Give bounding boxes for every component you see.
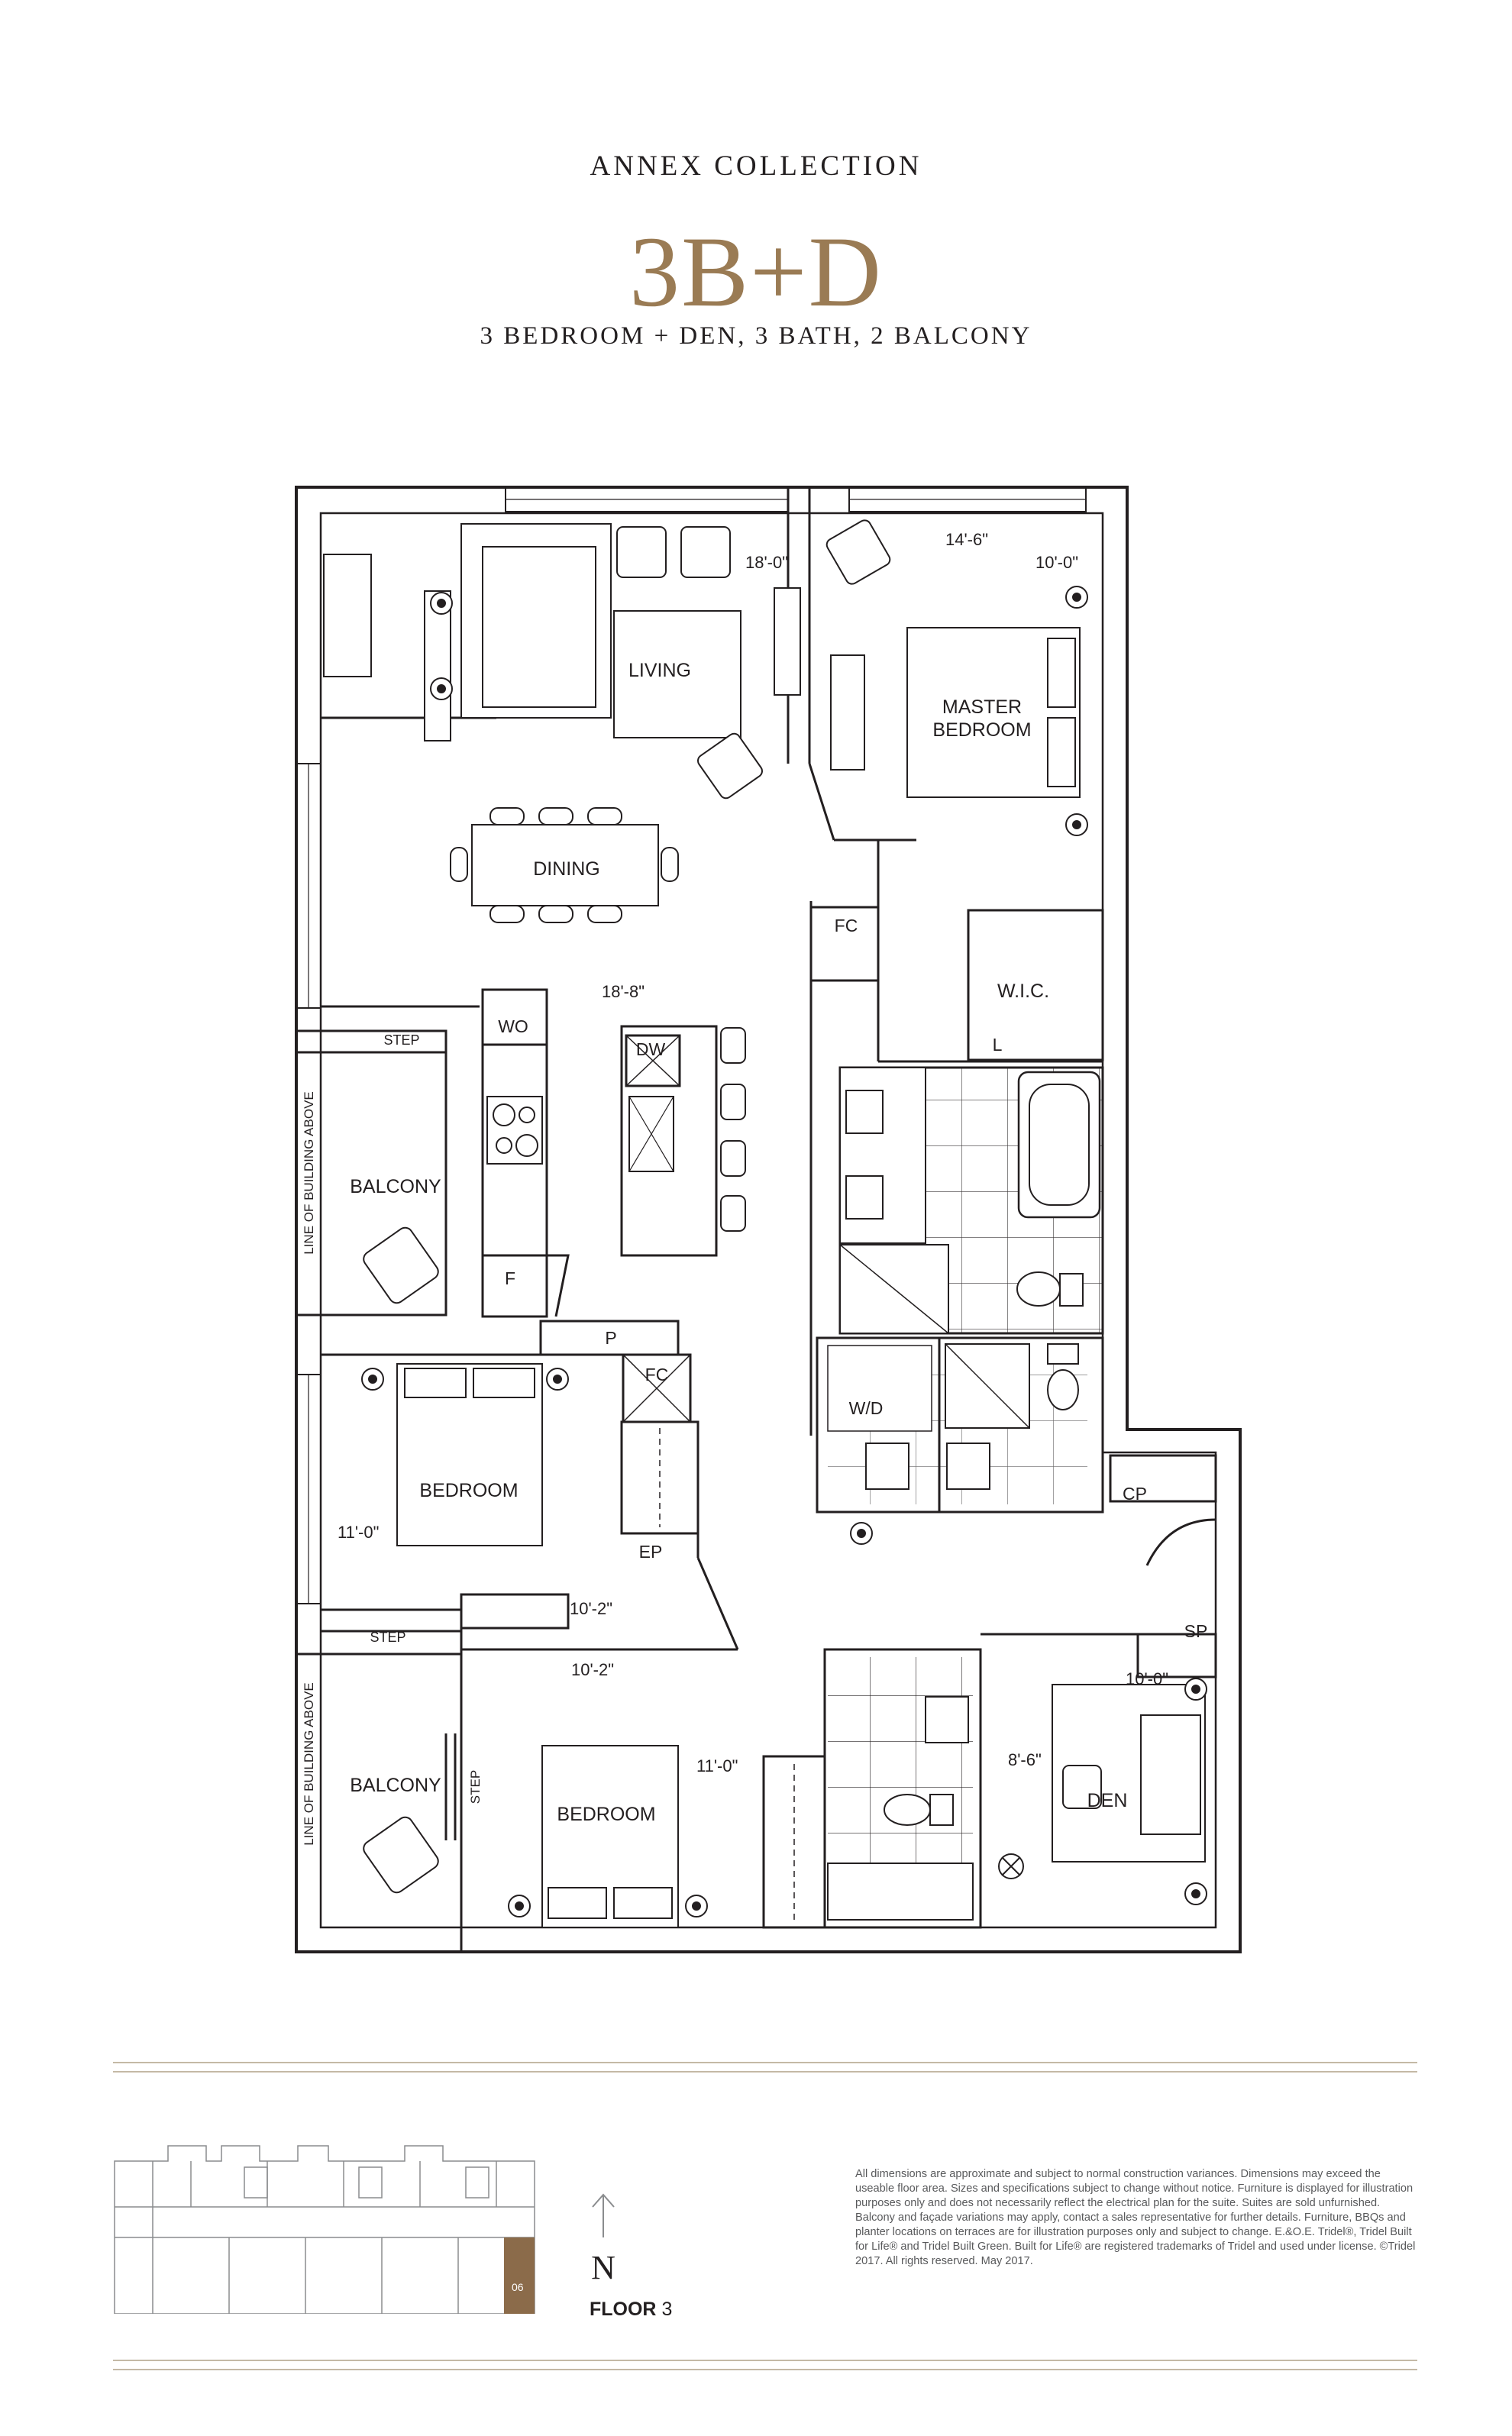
label-fc-mid: FC xyxy=(645,1365,669,1384)
bathroom-tiles xyxy=(827,1067,1103,1921)
room-label-bedroom-lower: BEDROOM xyxy=(557,1804,655,1825)
floor-number: 3 xyxy=(661,2299,673,2320)
room-label-balcony-upper: BALCONY xyxy=(350,1176,441,1197)
fixture-labels: FC WO DW F P L FC W/D EP CP SP STEP STEP… xyxy=(302,916,1207,1846)
furniture xyxy=(323,519,1206,1928)
key-plan: 06 xyxy=(114,2145,535,2314)
dim-bedroom-lower-depth: 11'-0" xyxy=(696,1756,738,1775)
key-plan-unit-number: 06 xyxy=(512,2281,524,2293)
label-wo: WO xyxy=(498,1016,528,1036)
rule-top-inner xyxy=(113,2071,1417,2073)
room-label-living: LIVING xyxy=(628,660,691,681)
room-label-dining: DINING xyxy=(533,858,600,880)
rule-bottom-inner xyxy=(113,2369,1417,2370)
dim-den-width: 8'-6" xyxy=(1008,1750,1042,1769)
fixtures xyxy=(486,1027,1084,1826)
room-label-wic: W.I.C. xyxy=(997,981,1049,1002)
room-label-den: DEN xyxy=(1087,1790,1128,1811)
collection-title: ANNEX COLLECTION xyxy=(590,150,922,182)
label-wd: W/D xyxy=(849,1398,884,1418)
room-labels: LIVING MASTER BEDROOM DINING W.I.C. BALC… xyxy=(350,660,1127,1825)
room-label-balcony-lower: BALCONY xyxy=(350,1775,441,1796)
dim-living-width: 18'-0" xyxy=(745,553,788,572)
rule-top xyxy=(113,2062,1417,2063)
dim-bedroom-mid-width: 10'-2" xyxy=(570,1599,612,1618)
label-f: F xyxy=(505,1268,515,1288)
label-step-upper: STEP xyxy=(383,1032,419,1048)
north-arrow: N xyxy=(591,2193,615,2283)
room-label-master-2: BEDROOM xyxy=(932,719,1031,741)
disclaimer: All dimensions are approximate and subje… xyxy=(855,2168,1416,2267)
unit-description: 3 BEDROOM + DEN, 3 BATH, 2 BALCONY xyxy=(480,322,1032,350)
dim-bedroom-lower-width: 10'-2" xyxy=(571,1660,614,1679)
dimension-labels: 18'-0" 14'-6" 10'-0" 18'-8" 11'-0" 10'-2… xyxy=(338,530,1168,1775)
label-line-building-upper: LINE OF BUILDING ABOVE xyxy=(302,1091,316,1255)
label-l: L xyxy=(993,1035,1003,1055)
label-p: P xyxy=(605,1328,616,1348)
label-dw: DW xyxy=(636,1039,666,1059)
room-label-bedroom-mid: BEDROOM xyxy=(419,1480,518,1501)
outlets xyxy=(361,586,1207,1917)
room-label-master-1: MASTER xyxy=(942,696,1022,718)
dim-master-width: 14'-6" xyxy=(945,530,988,549)
label-ep: EP xyxy=(639,1542,663,1562)
north-label: N xyxy=(591,2249,615,2283)
label-cp: CP xyxy=(1123,1484,1147,1504)
floor-label-text: FLOOR xyxy=(590,2299,657,2320)
label-step-lower: STEP xyxy=(370,1630,405,1645)
floor-plan: LIVING MASTER BEDROOM DINING W.I.C. BALC… xyxy=(295,486,1242,1953)
floor-label: FLOOR 3 xyxy=(590,2299,672,2321)
label-sp: SP xyxy=(1184,1621,1208,1641)
label-line-building-lower: LINE OF BUILDING ABOVE xyxy=(302,1682,316,1846)
unit-code: 3B+D xyxy=(629,215,883,328)
label-step-vertical: STEP xyxy=(468,1770,483,1804)
label-fc-top: FC xyxy=(835,916,858,935)
rule-bottom xyxy=(113,2360,1417,2361)
dim-master-depth: 10'-0" xyxy=(1035,553,1078,572)
dim-kitchen: 18'-8" xyxy=(602,982,645,1001)
dim-den-depth: 10'-0" xyxy=(1126,1669,1168,1688)
key-plan-unit-highlight xyxy=(504,2237,535,2314)
dim-bedroom-mid-depth: 11'-0" xyxy=(338,1523,379,1542)
